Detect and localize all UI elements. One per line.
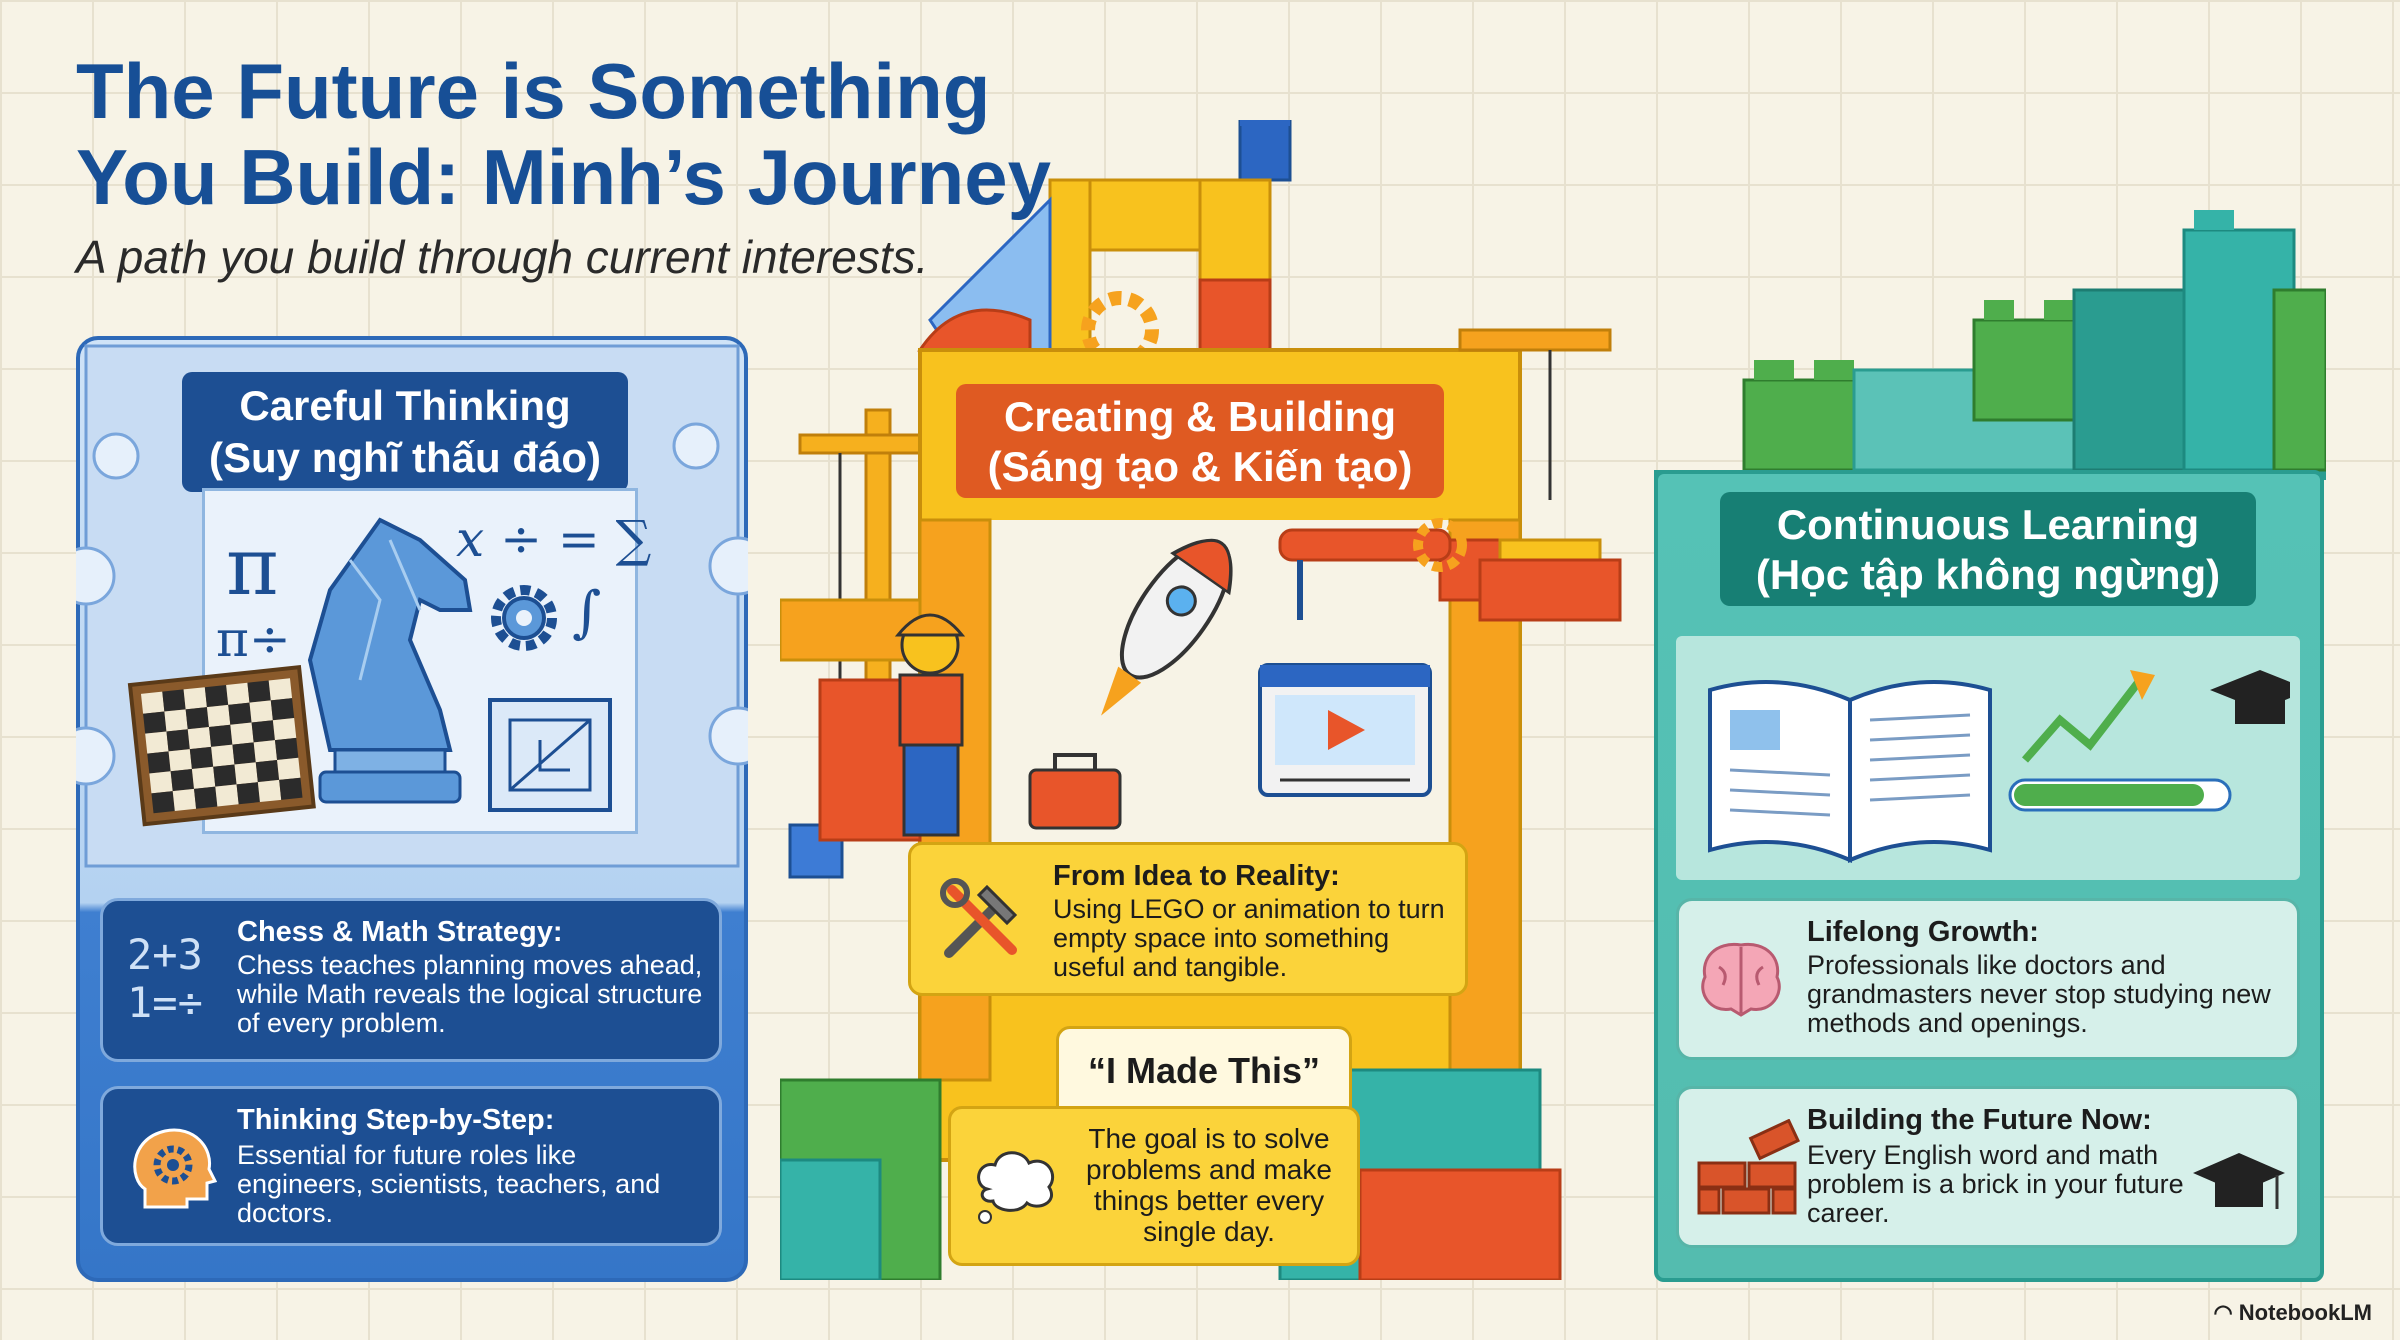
thinking-step-title: Thinking Step-by-Step: (237, 1104, 555, 1136)
math-glyphs-icon: 2+3 1=÷ (127, 931, 203, 1027)
thinking-step-card: Thinking Step-by-Step: Essential for fut… (100, 1086, 722, 1246)
continuous-learning-heading: Continuous Learning (Học tập không ngừng… (1720, 492, 2256, 606)
toolbox-icon (1028, 753, 1122, 830)
page-title: The Future is Something You Build: Minh’… (76, 48, 1136, 220)
graduation-cap-small-icon (2193, 1153, 2285, 1209)
creating-building-heading: Creating & Building (Sáng tạo & Kiến tạo… (956, 384, 1444, 498)
rocket-icon (1101, 538, 1233, 716)
lego-minifigure-icon (894, 613, 966, 837)
careful-thinking-heading-vi: (Suy nghĩ thấu đáo) (209, 434, 601, 481)
brick-wall-icon (1697, 1119, 1801, 1215)
title-line-2: You Build: Minh’s Journey (76, 133, 1051, 221)
math-glyph-line-2: 1=÷ (127, 978, 203, 1027)
brain-icon (1701, 942, 1781, 1017)
integral-symbol: ∫ (572, 580, 602, 645)
creating-building-heading-vi: (Sáng tạo & Kiến tạo) (987, 443, 1413, 490)
page-subtitle: A path you build through current interes… (76, 231, 929, 283)
building-future-body: Every English word and math problem is a… (1807, 1140, 2184, 1228)
pi-symbol: π (226, 520, 279, 613)
chess-math-strategy-card: 2+3 1=÷ Chess & Math Strategy: Chess tea… (100, 898, 722, 1062)
lifelong-growth-card: Lifelong Growth: Professionals like doct… (1676, 898, 2300, 1060)
thought-cloud-icon (977, 1151, 1055, 1224)
math-operators: x ÷ = ∑ (456, 510, 652, 568)
solve-problems-body: The goal is to solve problems and make t… (1086, 1123, 1332, 1247)
continuous-learning-heading-en: Continuous Learning (1776, 501, 2200, 548)
idea-to-reality-card: From Idea to Reality: Using LEGO or anim… (908, 842, 1468, 996)
blueprint-icon (488, 698, 612, 812)
careful-thinking-heading: Careful Thinking (Suy nghĩ thấu đáo) (182, 372, 628, 492)
video-player-icon (1258, 663, 1432, 797)
math-glyph-line-1: 2+3 (127, 930, 203, 979)
chess-knight-icon (307, 517, 473, 804)
book-progress-illustration (1708, 670, 2290, 864)
careful-thinking-heading-en: Careful Thinking (239, 382, 571, 429)
open-book-icon (1708, 680, 1992, 864)
creating-building-heading-en: Creating & Building (1004, 393, 1396, 440)
idea-to-reality-title: From Idea to Reality: (1053, 860, 1340, 892)
pi-divide-symbol: π÷ (216, 610, 291, 668)
staircase-bricks-illustration (1654, 210, 2326, 480)
title-line-1: The Future is Something (76, 47, 991, 135)
notebooklm-logo-icon: ◠ (2213, 1300, 2239, 1325)
chess-math-strategy-title: Chess & Math Strategy: (237, 916, 563, 948)
brand-label: NotebookLM (2238, 1300, 2372, 1325)
lifelong-growth-title: Lifelong Growth: (1807, 916, 2039, 948)
progress-bar (2008, 778, 2232, 812)
robot-arm-icon (1278, 518, 1467, 620)
idea-to-reality-body: Using LEGO or animation to turn empty sp… (1053, 894, 1445, 982)
lifelong-growth-body: Professionals like doctors and grandmast… (1807, 950, 2271, 1038)
chessboard-icon (127, 665, 316, 827)
head-gear-icon (133, 1128, 217, 1209)
growth-arrow-icon (2021, 670, 2155, 763)
gear-icon (491, 585, 557, 651)
building-future-card: Building the Future Now: Every English w… (1676, 1086, 2300, 1248)
wrench-hammer-icon (940, 878, 1018, 958)
solve-problems-card: The goal is to solve problems and make t… (948, 1106, 1360, 1266)
chess-math-strategy-body: Chess teaches planning moves ahead, whil… (237, 950, 703, 1038)
building-future-title: Building the Future Now: (1807, 1104, 2152, 1136)
graduation-cap-icon (2210, 670, 2290, 724)
thinking-step-body: Essential for future roles like engineer… (237, 1140, 661, 1228)
continuous-learning-heading-vi: (Học tập không ngừng) (1755, 551, 2221, 598)
notebooklm-brand: ◠ NotebookLM (2213, 1300, 2372, 1326)
chess-knight-board-art (127, 517, 612, 827)
